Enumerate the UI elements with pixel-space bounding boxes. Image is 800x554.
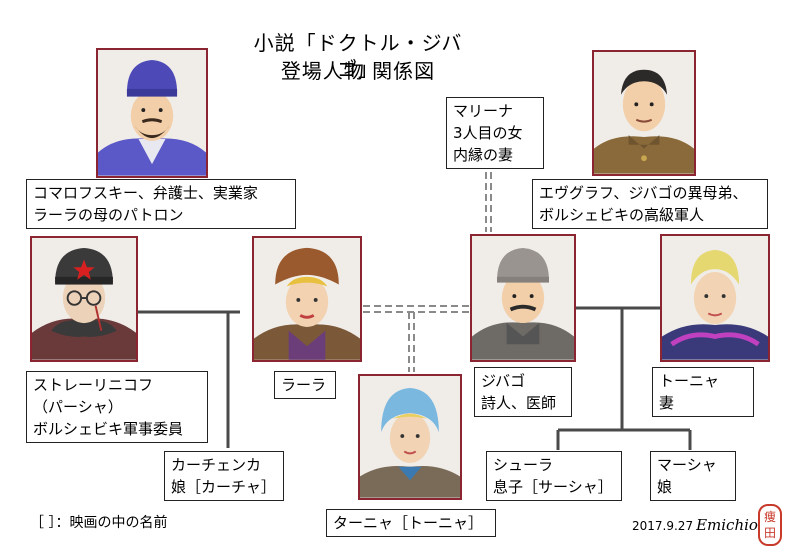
tonya-label: トーニャ 妻 xyxy=(652,367,754,417)
katenka-label: カーチェンカ 娘［カーチャ］ xyxy=(164,451,284,501)
zhivago-label: ジバゴ 詩人、医師 xyxy=(474,367,572,417)
signature: Emichio xyxy=(696,516,758,534)
tanya-portrait xyxy=(358,374,462,500)
sasha-label: シューラ 息子［サーシャ］ xyxy=(486,451,622,501)
tonya-portrait xyxy=(660,234,770,362)
marina-label: マリーナ 3人目の女 内縁の妻 xyxy=(446,97,544,169)
strelnikov-portrait xyxy=(30,236,138,362)
seal-stamp: 痩田 xyxy=(758,504,782,546)
lara-label: ラーラ xyxy=(274,371,336,399)
diagram-title: 小説「ドクトル・ジバゴ」 xyxy=(253,31,463,81)
yevgraf-label: エヴグラフ、ジバゴの異母弟、 ボルシェビキの高級軍人 xyxy=(532,179,768,229)
zhivago-portrait xyxy=(470,234,576,362)
tanya-label: ターニャ［トーニャ］ xyxy=(326,509,496,537)
yevgraf-portrait xyxy=(592,50,696,176)
lara-portrait xyxy=(252,236,362,362)
legend-note: ［ ］：映画の中の名前 xyxy=(30,515,168,531)
masha-label: マーシャ 娘 xyxy=(650,451,736,501)
strelnikov-label: ストレーリニコフ （パーシャ） ボルシェビキ軍事委員 xyxy=(26,371,208,443)
diagram-subtitle: 登場人物 関係図 xyxy=(280,59,436,83)
komarovsky-portrait xyxy=(96,48,208,178)
komarovsky-label: コマロフスキー、弁護士、実業家 ラーラの母のパトロン xyxy=(26,179,296,229)
